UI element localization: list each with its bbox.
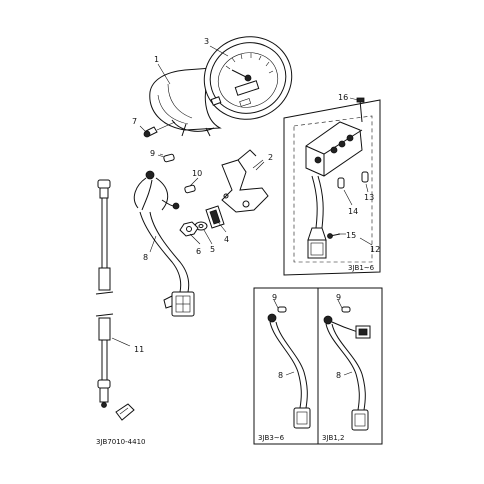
- callout-11: 11: [134, 345, 144, 354]
- callout-6: 6: [196, 247, 201, 256]
- callout-10: 10: [192, 169, 202, 178]
- callout-14: 14: [348, 207, 358, 216]
- callout-9-inset-left: 9: [272, 293, 277, 302]
- panel-label-right-top: 3JB1~6: [348, 264, 375, 272]
- callout-8-inset-right: 8: [336, 371, 341, 380]
- callout-16: 16: [338, 93, 348, 102]
- callout-7: 7: [132, 117, 137, 126]
- leader-lines: [111, 45, 373, 376]
- callout-numbers: 1 2 3 4 5 6 7 8 9 10 11 12 13 14 15 16 9…: [132, 37, 380, 380]
- callout-9-inset-right: 9: [336, 293, 341, 302]
- indicator-inset-panel: [283, 97, 381, 276]
- screw-7: [143, 121, 176, 138]
- grommet-4: [205, 205, 225, 229]
- callout-8-inset-left: 8: [278, 371, 283, 380]
- panel-label-bottom-left: 3JB3~6: [258, 434, 285, 442]
- callout-2: 2: [268, 153, 273, 162]
- callout-5: 5: [210, 245, 215, 254]
- callout-3: 3: [204, 37, 209, 46]
- bulb-10: [184, 184, 196, 194]
- callout-8-main: 8: [143, 253, 148, 262]
- part-number-code: 3JB7010-4410: [96, 438, 145, 446]
- callout-1: 1: [154, 55, 159, 64]
- callout-9-main: 9: [150, 149, 155, 158]
- speedometer-cable-11: [95, 179, 135, 421]
- bracket-2: [221, 149, 269, 213]
- callout-12: 12: [370, 245, 380, 254]
- callout-15: 15: [346, 231, 356, 240]
- callout-13: 13: [364, 193, 374, 202]
- panel-label-bottom-right: 3JB1,2: [322, 434, 344, 442]
- nut-6: [179, 221, 199, 237]
- bottom-inset-panels: [253, 287, 383, 445]
- bulb-9: [159, 153, 175, 163]
- callout-4: 4: [224, 235, 229, 244]
- speedometer-assembly: [149, 36, 293, 137]
- wire-harness-8: [133, 170, 195, 317]
